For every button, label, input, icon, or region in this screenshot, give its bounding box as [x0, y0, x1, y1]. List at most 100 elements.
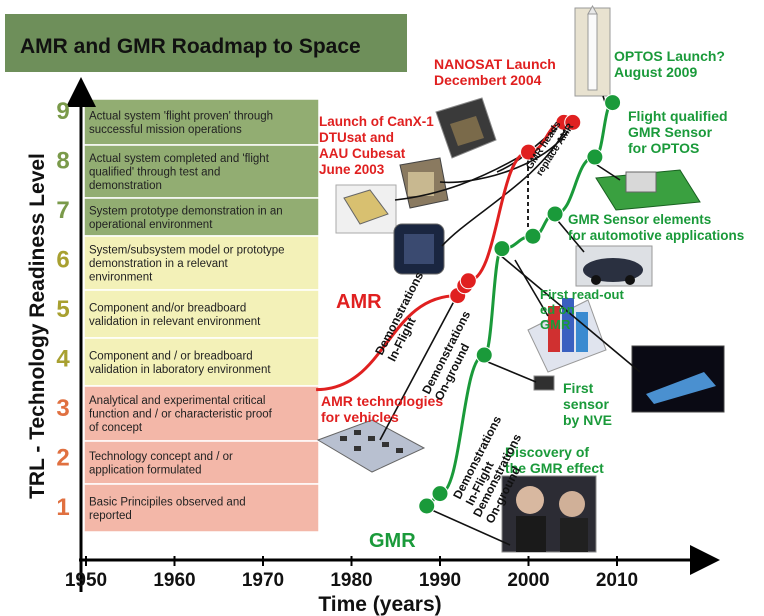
label-optos-line: August 2009: [614, 64, 697, 80]
gmr-milestone-point: [524, 227, 542, 245]
trl-band-text: validation in laboratory environment: [89, 364, 271, 376]
label-first-readout-line: GMR: [540, 317, 571, 332]
y-axis-label: TRL - Technology Readiness Level: [26, 153, 49, 499]
trl-band-text: validation in relevant environment: [89, 316, 261, 328]
trl-bands: Actual system 'flight proven' through suc…: [83, 98, 320, 533]
y-tick-label: 9: [56, 98, 69, 125]
trl-band-8: Actual system completed and 'flight quali…: [83, 144, 320, 199]
x-tick-label: 1970: [242, 570, 284, 591]
label-first-sensor-line: First: [563, 380, 594, 396]
label-gmr-automotive-line: for automotive applications: [568, 228, 744, 243]
trl-band-4: Component and / or breadboard validation …: [83, 337, 320, 387]
image-amr-chip-array: [316, 419, 426, 473]
image-rocket: [574, 4, 611, 97]
x-tick-label: 1960: [153, 570, 195, 591]
diagram-title: AMR and GMR Roadmap to Space: [20, 35, 361, 58]
trl-band-6: System/subsystem model or prototypedemon…: [83, 235, 320, 291]
connector-nobel: [424, 506, 511, 546]
label-canx-line: Launch of CanX-1: [319, 114, 434, 129]
trl-band-3: Analytical and experimental criticalfunc…: [83, 385, 320, 442]
connector-lines: [379, 95, 641, 546]
label-nanosat-line: NANOSAT Launch: [434, 56, 556, 72]
gmr-milestone-point: [493, 240, 511, 258]
gmr-milestone-point: [604, 94, 622, 112]
trl-band-text: Actual system completed and 'flight: [89, 153, 270, 165]
y-tick-label: 5: [56, 296, 69, 323]
gmr-milestone-point: [546, 205, 564, 223]
trl-band-text: of concept: [89, 422, 143, 434]
label-nanosat-line: Decembert 2004: [434, 72, 542, 88]
amr-curve-label: AMR: [336, 291, 382, 313]
label-gmr-automotive-line: GMR Sensor elements: [568, 212, 711, 227]
trl-band-text: function and / or characteristic proof: [89, 409, 273, 421]
image-aau-cubesat: [393, 223, 445, 275]
trl-band-text: System/subsystem model or prototype: [89, 245, 285, 257]
connector-readout: [514, 259, 549, 317]
gmr-milestone-point: [431, 485, 449, 503]
label-canx-line: June 2003: [319, 162, 385, 177]
y-tick-label: 1: [56, 494, 69, 521]
label-first-sensor-line: sensor: [563, 396, 609, 412]
trl-band-text: Component and / or breadboard: [89, 350, 253, 362]
trl-band-text: Actual system 'flight proven' through: [89, 110, 273, 122]
label-first-sensor-line: by NVE: [563, 412, 612, 428]
x-tick-label: 2010: [596, 570, 638, 591]
trl-band-5: Component and/or breadboard validation in…: [83, 289, 320, 339]
y-tick-label: 6: [56, 247, 69, 274]
trl-curves: [316, 94, 622, 515]
trl-band-text: environment: [89, 272, 153, 284]
trl-band-text: demonstration in a relevant: [89, 258, 229, 270]
trl-band-text: Basic Principiles observed and: [89, 496, 246, 508]
label-first-readout-line: First read-out: [540, 287, 624, 302]
title-box: [5, 14, 407, 72]
image-car: [575, 245, 653, 287]
label-canx-line: AAU Cubesat: [319, 146, 406, 161]
label-amr-vehicles-line: AMR technologies: [321, 393, 443, 409]
image-nobel-photo: [501, 475, 597, 553]
x-tick-label: 1980: [330, 570, 372, 591]
trl-band-7: System prototype demonstration in an oper…: [83, 197, 320, 237]
label-discovery-line: Discovery of: [505, 444, 589, 460]
y-tick-label: 2: [56, 445, 69, 472]
label-flight-qualified-line: GMR Sensor: [628, 124, 713, 140]
y-tick-label: 8: [56, 148, 69, 175]
trl-band-text: application formulated: [89, 464, 202, 476]
x-tick-label: 2000: [507, 570, 549, 591]
gmr-milestone-point: [586, 148, 604, 166]
trl-band-text: System prototype demonstration in an: [89, 205, 283, 217]
connector-amr-chips: [379, 289, 461, 441]
label-first-readout-line: ed on: [540, 302, 575, 317]
trl-band-text: operational environment: [89, 219, 213, 231]
image-dtusat: [335, 184, 397, 234]
label-discovery-line: the GMR effect: [505, 460, 604, 476]
y-tick-label: 3: [56, 395, 69, 422]
trl-band-text: successful mission operations: [89, 124, 242, 136]
x-tick-labels: 1950 1960 1970 1980 1990 2000 2010: [65, 556, 638, 591]
amr-milestone-point: [459, 272, 477, 290]
trl-band-text: demonstration: [89, 180, 162, 192]
y-tick-label: 4: [56, 346, 70, 373]
x-axis-label: Time (years): [318, 593, 441, 616]
trl-band-text: qualified' through test and: [89, 167, 220, 179]
connector-nve: [482, 359, 537, 383]
trl-band-text: Component and/or breadboard: [89, 302, 246, 314]
gmr-curve-label: GMR: [369, 530, 416, 552]
label-flight-qualified-line: Flight qualified: [628, 108, 728, 124]
amr-milestone-point: [564, 113, 582, 131]
image-nve-chip: [533, 375, 555, 391]
label-optos: OPTOS Launch?August 2009: [614, 48, 725, 80]
x-tick-label: 1950: [65, 570, 107, 591]
label-optos-line: OPTOS Launch?: [614, 48, 725, 64]
image-canx-cube: [399, 157, 449, 209]
x-tick-label: 1990: [419, 570, 461, 591]
